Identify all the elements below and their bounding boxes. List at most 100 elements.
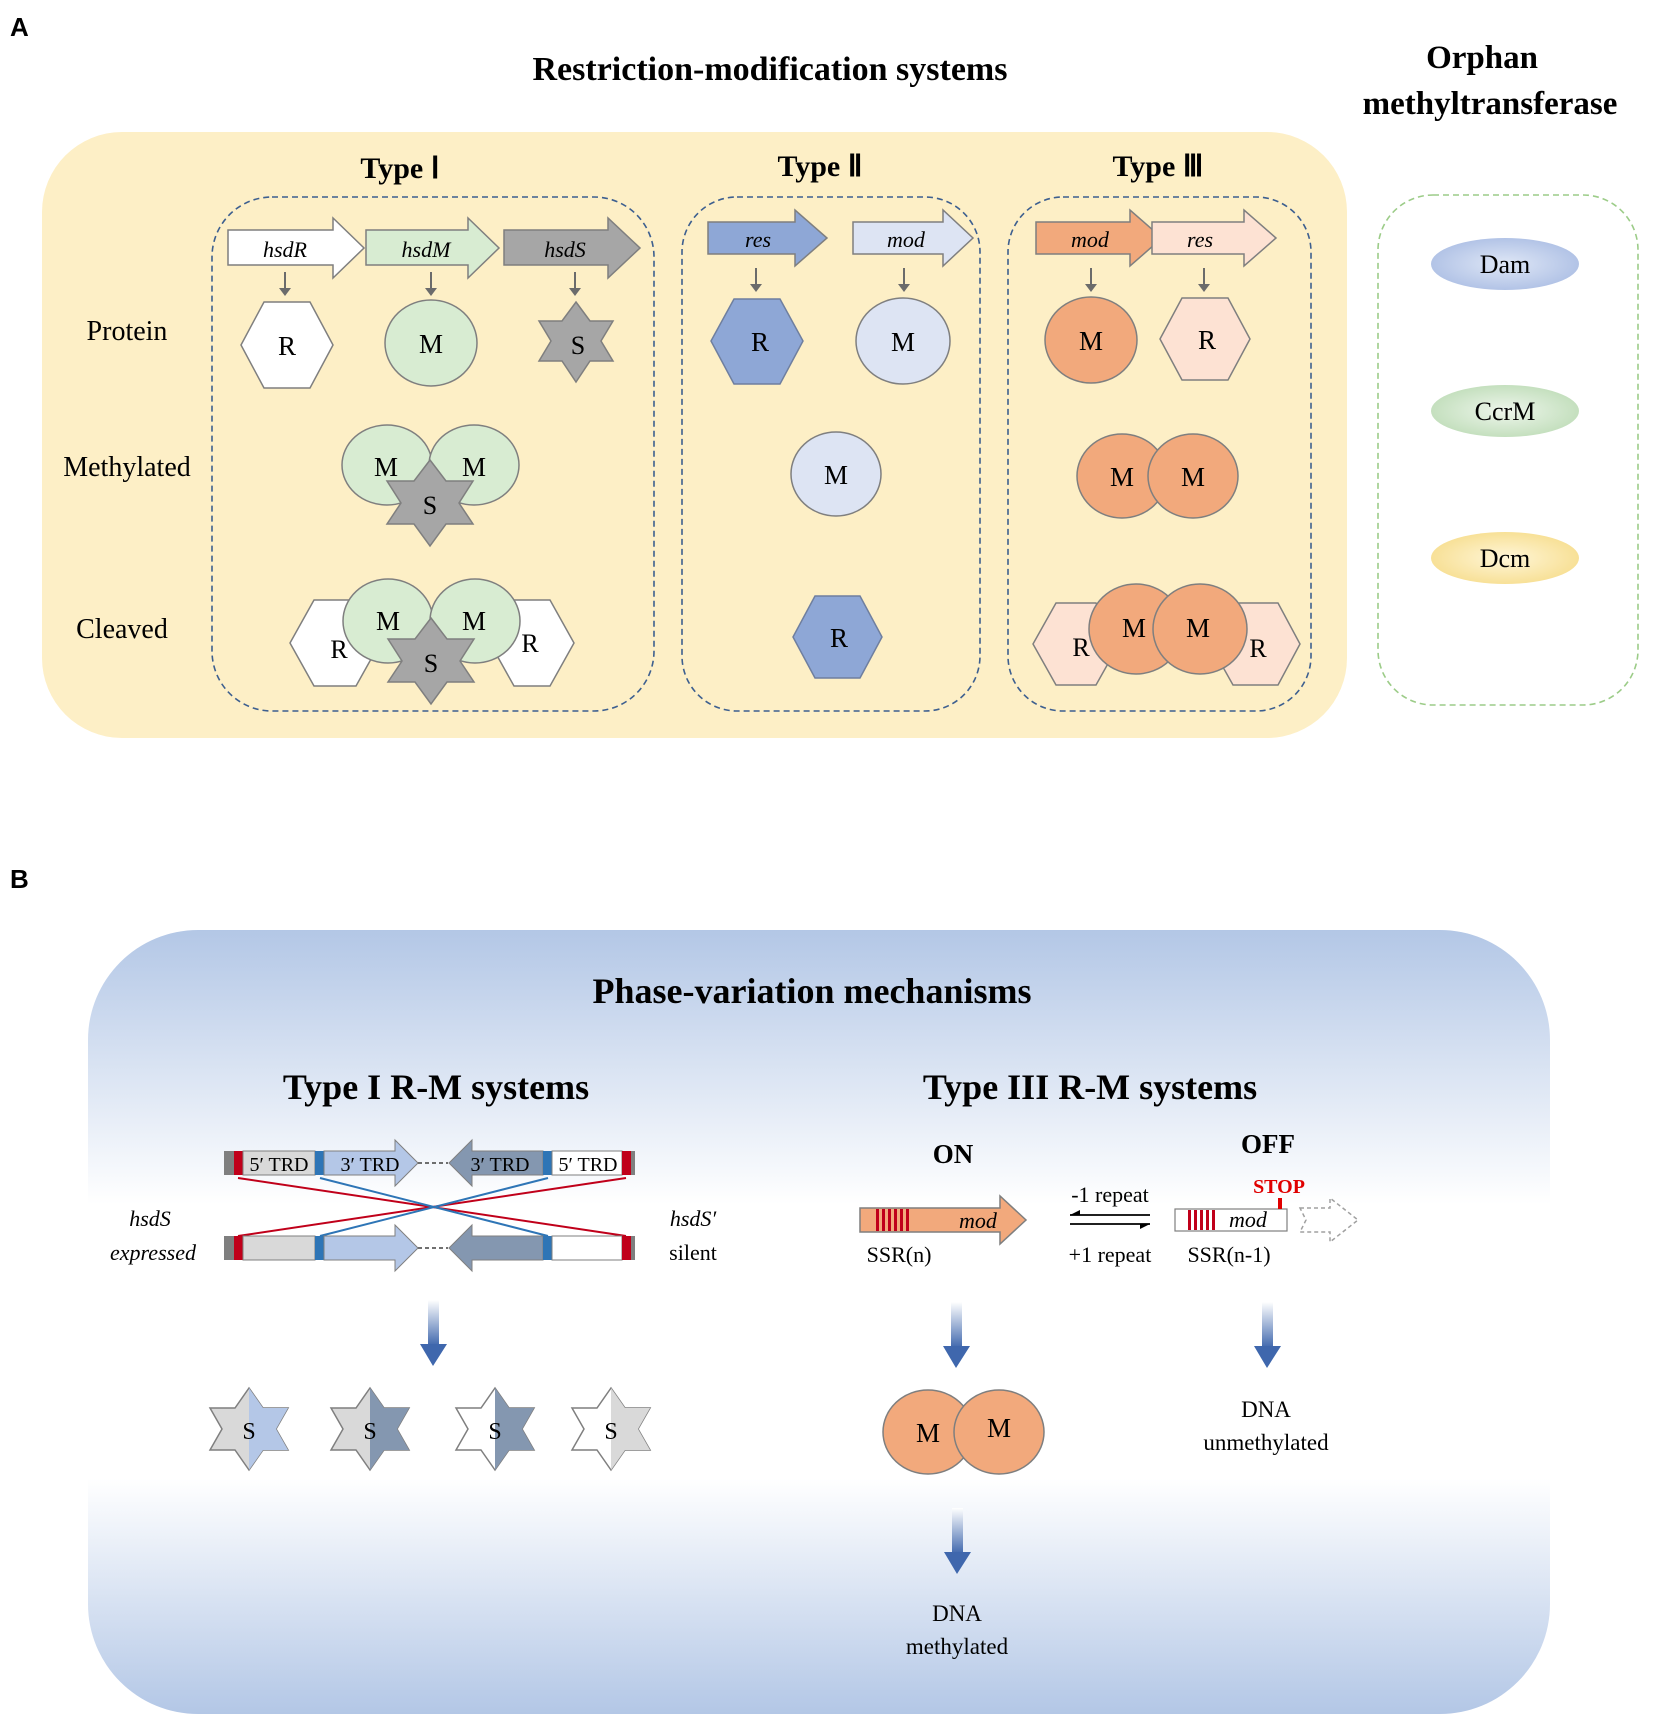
row-label-protein: Protein [87,316,168,347]
svg-text:M: M [987,1413,1011,1443]
ssr-n1-label: SSR(n-1) [1187,1242,1270,1267]
gene-arrow-mod-type2: mod [852,208,975,268]
trd-5-right: 5′ TRD [558,1154,617,1176]
mod-gene-off: mod [1174,1196,1360,1244]
phase-variation-box [88,930,1550,1714]
type2-small-down-arrows [750,268,910,292]
orphan-dam-ellipse: Dam [1431,238,1579,290]
type1-small-down-arrows [279,272,581,296]
hsds-silent-label-2: silent [669,1240,717,1265]
svg-text:S: S [571,331,585,360]
gene-label-hsdR: hsdR [263,237,308,262]
off-label: OFF [1241,1129,1295,1159]
type1-methylated-complex: M M S [341,424,520,548]
on-down-arrow [943,1302,970,1368]
on-label: ON [933,1139,974,1169]
stop-label: STOP [1253,1176,1305,1198]
gene-arrow-hsdR: hsdR [227,216,366,280]
type3-dashed-box [1007,196,1312,712]
hsds-silent-label-1: hsdS′ [670,1206,718,1231]
type1-protein-R-hexagon: R [240,301,334,389]
hsds-expressed-label-1: hsdS [129,1206,171,1231]
type2-protein-M-circle: M [855,297,951,385]
svg-text:M: M [462,606,486,636]
svg-text:res: res [1187,227,1213,252]
orphan-ccrm-ellipse: CcrM [1431,385,1579,437]
hsds-locus-top: 5′ TRD 3′ TRD 3′ TRD 5′ TRD [224,1138,635,1188]
svg-text:M: M [1079,326,1103,356]
panel-b-letter: B [10,864,29,894]
minus-repeat-label: -1 repeat [1071,1182,1149,1207]
type2-title: Type Ⅱ [777,150,862,183]
svg-text:M: M [916,1418,940,1448]
svg-text:Dcm: Dcm [1480,544,1531,573]
svg-text:M: M [374,452,398,482]
type2-methylated-M: M [790,431,882,517]
type1-title: Type Ⅰ [360,152,439,185]
svg-text:res: res [745,227,771,252]
hsds-locus-bottom [224,1223,635,1273]
svg-text:S: S [363,1419,376,1445]
svg-text:M: M [1181,462,1205,492]
svg-text:R: R [521,629,539,658]
svg-text:CcrM: CcrM [1475,397,1536,426]
orphan-dashed-box [1377,194,1639,706]
svg-text:S: S [488,1419,501,1445]
gene-label-hsdS: hsdS [544,237,586,262]
mod-gene-on: mod [859,1194,1028,1246]
gene-arrow-res-type3: res [1151,208,1278,268]
trd-3-right: 3′ TRD [470,1154,529,1176]
gene-arrow-hsdM: hsdM [365,216,501,280]
off-down-arrow [1254,1302,1281,1368]
ssr-n-label: SSR(n) [867,1242,932,1267]
trd-5-left: 5′ TRD [249,1154,308,1176]
type3-methylated-complex: M M [1076,433,1239,519]
svg-text:M: M [1110,462,1134,492]
recombination-lines [237,1177,627,1237]
gene-arrow-hsdS: hsdS [503,216,642,280]
type1-protein-S-star: S [537,300,615,384]
type2-cleaved-R: R [792,595,883,679]
svg-text:M: M [824,460,848,490]
svg-text:Dam: Dam [1480,250,1531,279]
svg-text:S: S [424,649,438,678]
s-star-variant-1: S [208,1386,290,1472]
gene-arrow-mod-type3: mod [1035,208,1164,268]
orphan-title-line2: methyltransferase [1363,86,1618,122]
type2-dashed-box [681,196,981,712]
type3-title: Type Ⅲ [1113,150,1204,183]
s-star-variant-2: S [329,1386,411,1472]
svg-text:R: R [751,327,769,357]
svg-text:S: S [604,1419,617,1445]
svg-text:mod: mod [887,227,926,252]
dna-unmethylated-2: unmethylated [1203,1430,1329,1455]
svg-text:S: S [423,491,437,520]
svg-text:M: M [376,606,400,636]
row-label-methylated: Methylated [63,452,191,483]
svg-text:mod: mod [959,1208,998,1233]
svg-text:R: R [330,635,348,664]
svg-text:mod: mod [1071,227,1110,252]
row-label-cleaved: Cleaved [76,614,168,645]
type3-protein-R-hexagon: R [1159,297,1251,381]
type3-m-dimer: M M [882,1389,1045,1475]
equilibrium-arrows [1070,1210,1150,1229]
svg-text:M: M [419,329,443,359]
svg-text:R: R [830,623,848,653]
type1-cleaved-complex: R R M M S [289,578,575,706]
type1-rm-title: Type I R-M systems [283,1067,589,1107]
gene-arrow-res-type2: res [707,208,829,268]
svg-text:mod: mod [1229,1207,1268,1232]
s-star-variant-4: S [570,1386,652,1472]
phase-variation-title: Phase-variation mechanisms [593,971,1032,1011]
plus-repeat-label: +1 repeat [1069,1242,1152,1267]
type3-cleaved-complex: R R M M [1032,583,1301,686]
dna-methylated-2: methylated [906,1634,1009,1659]
svg-text:M: M [462,452,486,482]
type1-dashed-box [211,196,655,712]
svg-text:R: R [1072,633,1090,662]
svg-text:M: M [1186,613,1210,643]
svg-text:S: S [242,1419,255,1445]
s-star-variant-3: S [454,1386,536,1472]
trd-3-left: 3′ TRD [340,1154,399,1176]
